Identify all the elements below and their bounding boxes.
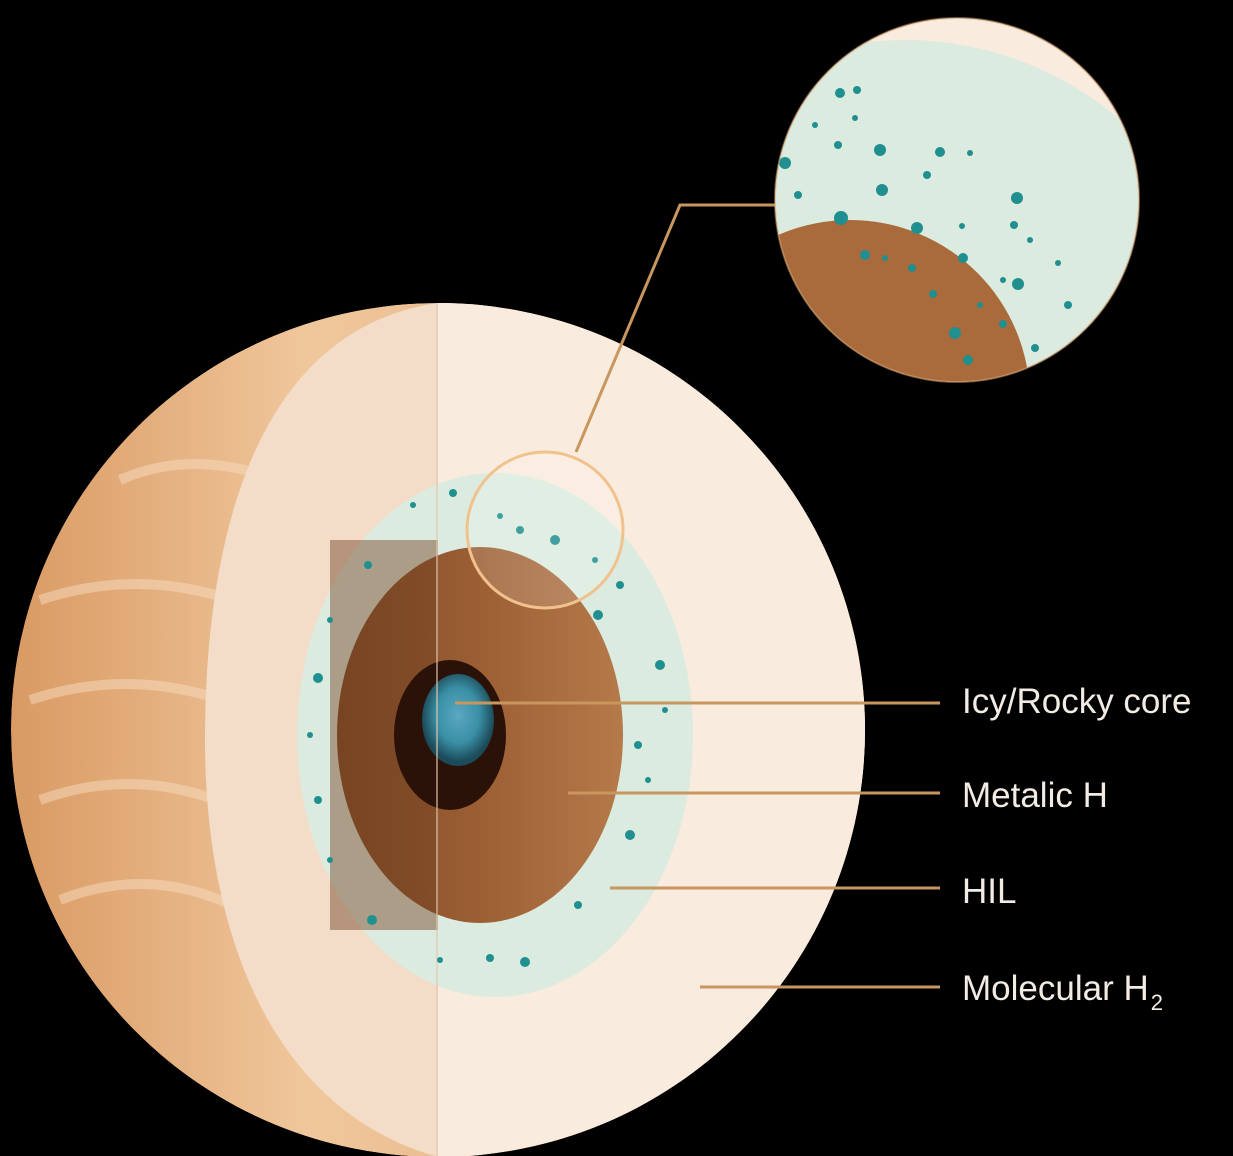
label-hil: HIL (962, 872, 1016, 911)
label-molecular-h2-subscript: 2 (1151, 990, 1163, 1015)
label-metallic-h: Metalic H (962, 776, 1108, 815)
layer-labels: Icy/Rocky core Metalic H HIL Molecular H… (962, 682, 1192, 1015)
planet (11, 300, 1233, 1156)
label-molecular-h2-main: Molecular H (962, 969, 1149, 1008)
zoom-source-circle (467, 452, 623, 608)
cut-plane-divider (436, 300, 438, 1156)
label-core: Icy/Rocky core (962, 682, 1192, 721)
icy-rocky-core (422, 674, 494, 766)
label-molecular-h2: Molecular H2 (962, 969, 1163, 1015)
